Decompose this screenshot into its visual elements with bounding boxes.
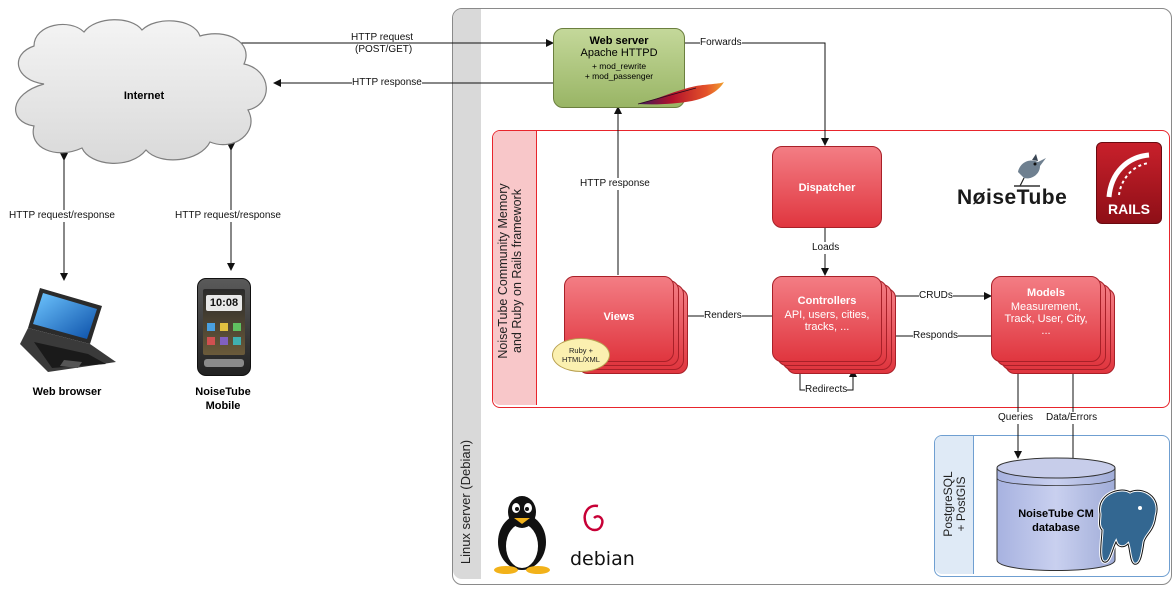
views-bubble-line2: HTML/XML	[562, 355, 600, 364]
web-server-box: Web server Apache HTTPD + mod_rewrite + …	[553, 28, 685, 108]
redirects-label: Redirects	[805, 384, 848, 396]
http-response-label-top: HTTP response	[352, 77, 422, 89]
dispatcher-box: Dispatcher	[772, 146, 882, 228]
responds-label: Responds	[913, 330, 959, 342]
renders-label: Renders	[704, 310, 742, 322]
models-body-2: Track, User, City,	[1004, 313, 1088, 325]
database-label-2: database	[1032, 522, 1080, 534]
database-icon	[996, 457, 1116, 571]
web-server-mod2: + mod_passenger	[584, 71, 654, 81]
tux-penguin-icon	[494, 496, 550, 574]
laptop-icon	[20, 288, 116, 372]
phone-button-bar	[204, 359, 244, 367]
debian-swirl-icon	[583, 504, 604, 532]
rails-logo: RAILS	[1096, 142, 1162, 224]
models-body-1: Measurement,	[1010, 301, 1082, 313]
web-server-mod1: + mod_rewrite	[591, 61, 647, 71]
app-icon	[233, 337, 241, 345]
views-bubble-line1: Ruby +	[569, 346, 593, 355]
controllers-box: Controllers API, users, cities, tracks, …	[772, 276, 882, 362]
rails-logo-text: RAILS	[1108, 201, 1150, 217]
app-icon	[220, 323, 228, 331]
models-box: Models Measurement, Track, User, City, .…	[991, 276, 1101, 362]
rails-framework-band	[493, 131, 537, 405]
models-body-3: ...	[1041, 325, 1051, 337]
controllers-title: Controllers	[797, 295, 857, 307]
queries-label: Queries	[998, 412, 1034, 424]
web-server-subtitle: Apache HTTPD	[580, 47, 658, 59]
noisetube-logo: NøiseTube	[957, 186, 1068, 209]
postgresql-elephant-icon	[1098, 488, 1159, 566]
noisetube-bird-icon	[1014, 154, 1046, 187]
app-icon	[233, 323, 241, 331]
http-request-label-1: HTTP request	[351, 32, 414, 43]
app-icon	[207, 337, 215, 345]
http-request-label-2: (POST/GET)	[355, 44, 413, 56]
phone-screen: 10:08	[203, 289, 245, 355]
web-browser-label: Web browser	[32, 386, 102, 398]
internet-cloud-icon	[15, 19, 267, 164]
debian-logo-text: debian	[570, 548, 635, 570]
postgres-band	[935, 436, 974, 574]
phone-clock: 10:08	[206, 295, 242, 311]
http-request-response-left-label: HTTP request/response	[9, 210, 115, 222]
models-title: Models	[1027, 287, 1065, 299]
app-icon	[207, 323, 215, 331]
apache-feather-icon	[637, 82, 724, 105]
rails-track-icon	[1106, 152, 1150, 198]
web-server-title: Web server	[589, 35, 649, 47]
mobile-phone-icon: 10:08	[197, 278, 251, 376]
http-response-views-label: HTTP response	[580, 178, 650, 190]
views-title: Views	[603, 311, 635, 323]
forwards-label: Forwards	[700, 37, 742, 49]
linux-server-band	[453, 9, 481, 579]
cruds-label: CRUDs	[919, 290, 953, 302]
controllers-body-1: API, users, cities,	[784, 309, 870, 321]
data-errors-label: Data/Errors	[1046, 412, 1098, 424]
http-request-response-right-label: HTTP request/response	[175, 210, 281, 222]
views-bubble: Ruby + HTML/XML	[552, 338, 610, 372]
internet-label: Internet	[123, 90, 165, 102]
dispatcher-title: Dispatcher	[798, 182, 856, 194]
controllers-body-2: tracks, ...	[804, 321, 850, 333]
app-icon	[220, 337, 228, 345]
mobile-label-1: NoiseTube	[195, 386, 251, 398]
loads-label: Loads	[812, 242, 840, 254]
database-label-1: NoiseTube CM	[1018, 508, 1094, 520]
mobile-label-2: Mobile	[205, 400, 241, 412]
